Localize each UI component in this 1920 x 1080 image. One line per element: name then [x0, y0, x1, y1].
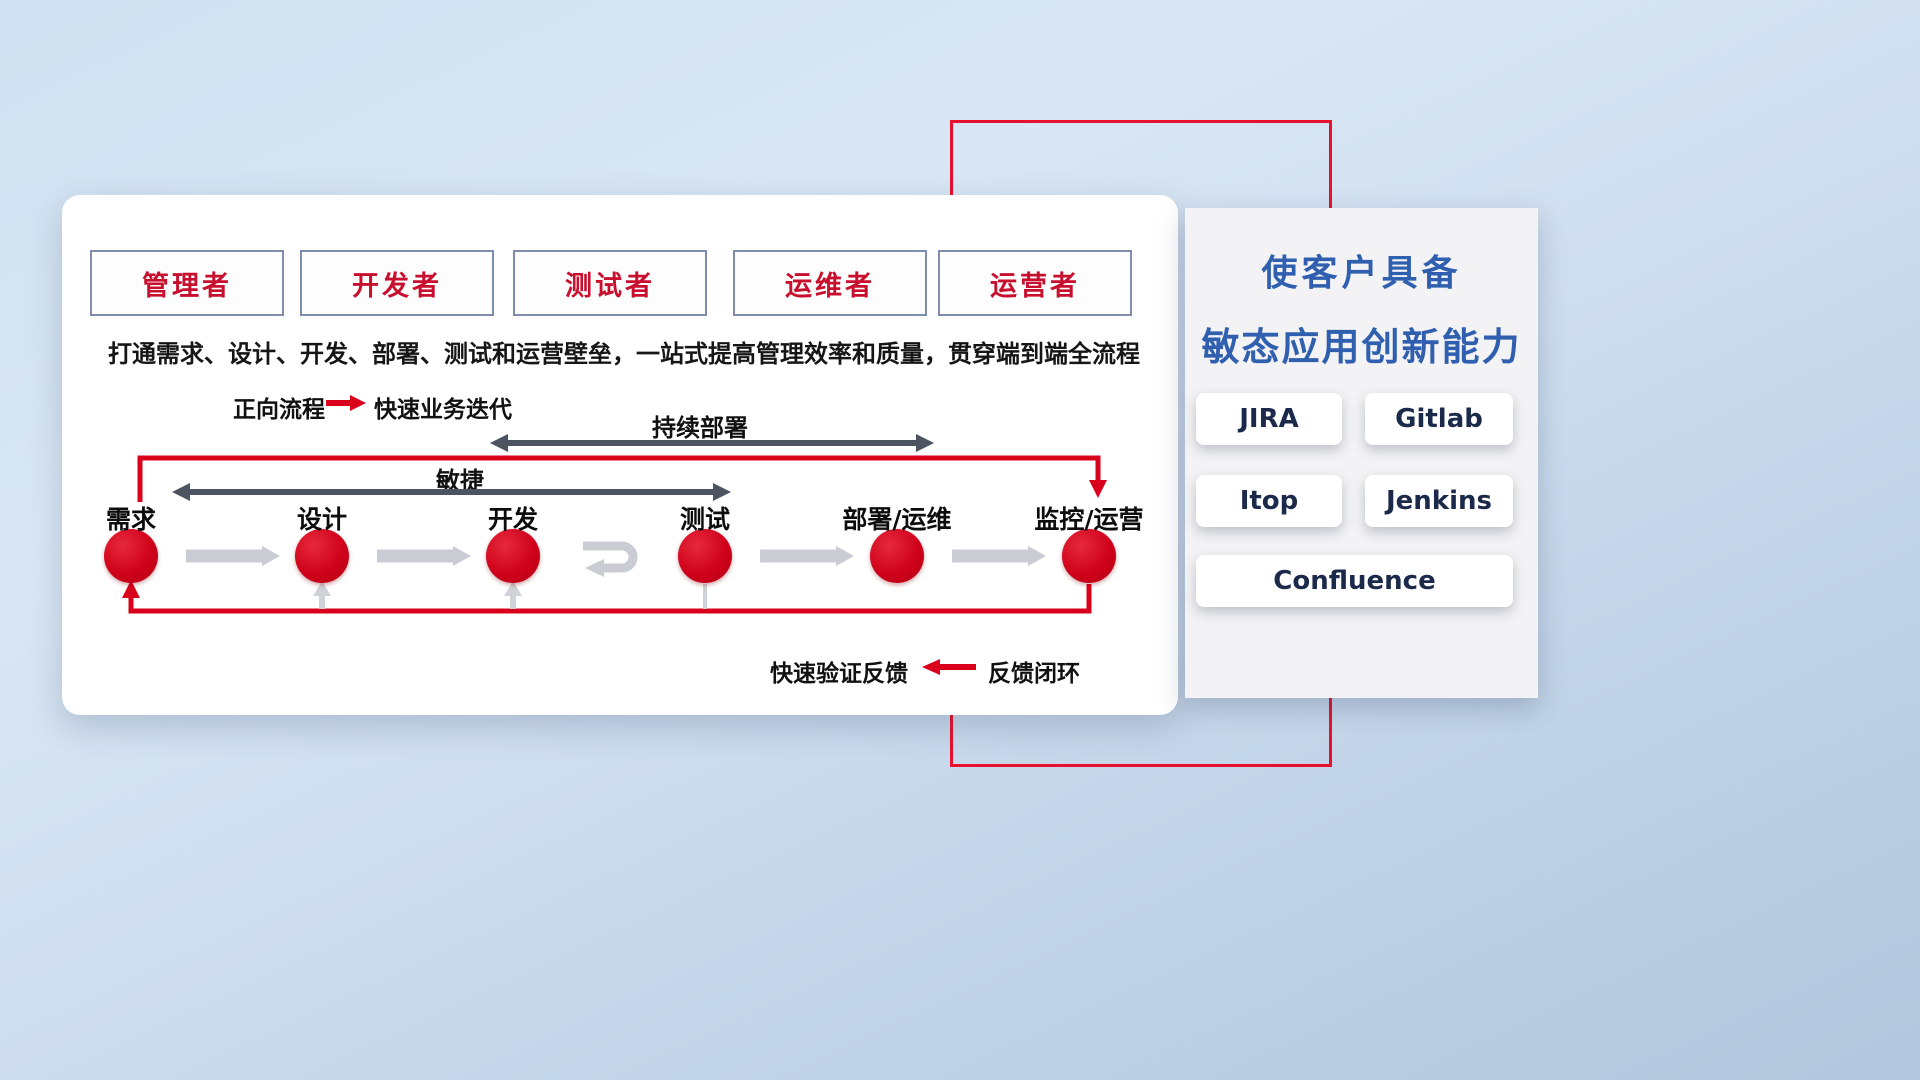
role-label: 管理者	[142, 270, 232, 302]
capability-panel: 使客户具备 敏态应用创新能力 JIRA Gitlab Itop Jenkins …	[1185, 208, 1538, 698]
tool-card-jenkins: Jenkins	[1365, 475, 1513, 527]
stage-node-monitor-ops	[1062, 529, 1116, 583]
process-description: 打通需求、设计、开发、部署、测试和运营壁垒，一站式提高管理效率和质量，贯穿端到端…	[108, 340, 1140, 368]
role-box-developer: 开发者	[300, 250, 494, 316]
tool-card-itop: Itop	[1196, 475, 1342, 527]
stage-label-requirements: 需求	[105, 505, 156, 534]
agile-label: 敏捷	[436, 467, 484, 495]
tool-label: Confluence	[1273, 566, 1436, 596]
forward-legend-value: 快速业务迭代	[374, 397, 512, 423]
stage-node-design	[295, 529, 349, 583]
stage-node-deploy-ops	[870, 529, 924, 583]
role-label: 测试者	[565, 270, 655, 302]
role-box-ops: 运维者	[733, 250, 927, 316]
role-box-tester: 测试者	[513, 250, 707, 316]
panel-title-line1: 使客户具备	[1261, 253, 1462, 294]
tool-label: Itop	[1239, 486, 1299, 516]
feedback-legend-value: 反馈闭环	[988, 661, 1080, 687]
tool-card-confluence: Confluence	[1196, 555, 1513, 607]
panel-title-line2: 敏态应用创新能力	[1201, 325, 1522, 369]
tool-card-gitlab: Gitlab	[1365, 393, 1513, 445]
tool-label: JIRA	[1239, 404, 1299, 434]
tool-label: Gitlab	[1395, 404, 1483, 434]
role-label: 运营者	[990, 270, 1080, 302]
stage-label-monitor-ops: 监控/运营	[1034, 505, 1144, 534]
role-label: 运维者	[785, 270, 875, 302]
stage-node-test	[678, 529, 732, 583]
continuous-deploy-label: 持续部署	[652, 414, 748, 442]
role-box-manager: 管理者	[90, 250, 284, 316]
stage-label-deploy-ops: 部署/运维	[842, 505, 952, 534]
stage-node-requirements	[104, 529, 158, 583]
tool-label: Jenkins	[1385, 486, 1492, 516]
stage-label-design: 设计	[296, 505, 347, 534]
stage-node-develop	[486, 529, 540, 583]
tool-card-jira: JIRA	[1196, 393, 1342, 445]
stage-label-develop: 开发	[487, 505, 538, 534]
stage-label-test: 测试	[679, 505, 730, 534]
feedback-legend-label: 快速验证反馈	[770, 661, 908, 687]
role-box-operator: 运营者	[938, 250, 1132, 316]
forward-legend-label: 正向流程	[233, 397, 325, 423]
role-label: 开发者	[352, 270, 442, 302]
